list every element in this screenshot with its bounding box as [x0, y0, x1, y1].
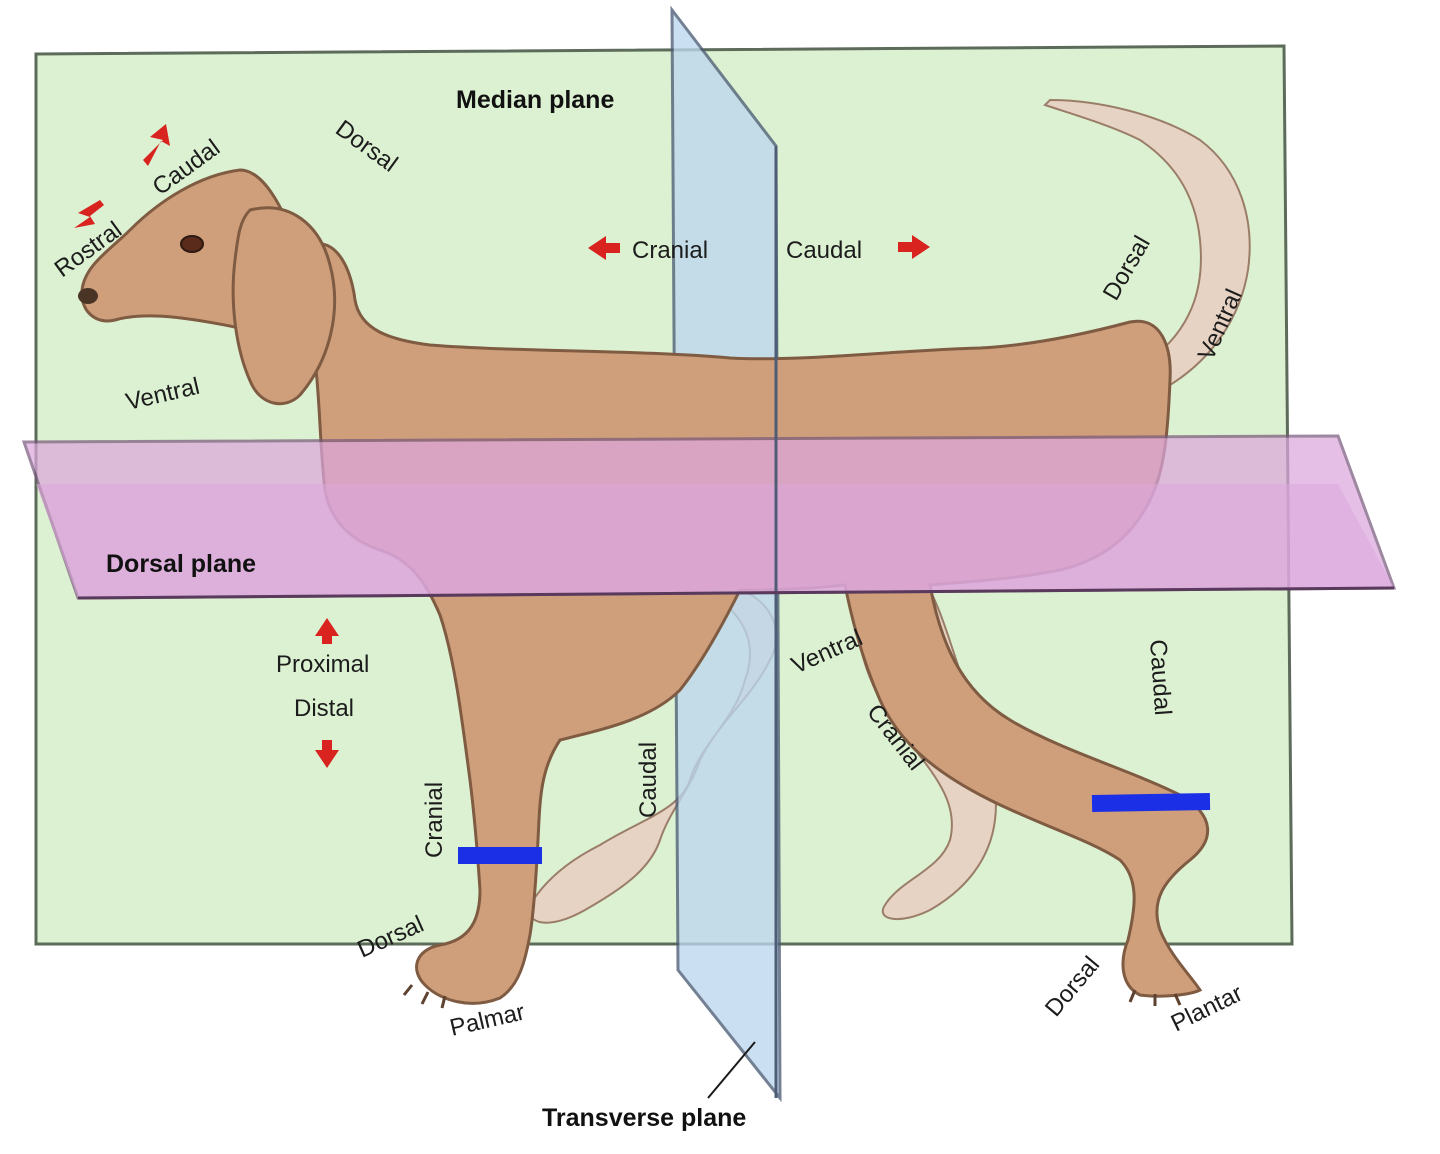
forepaw-toes [402, 984, 447, 1009]
hindpaw-toes [1128, 989, 1182, 1006]
dorsal-plane-front-band [36, 484, 1394, 598]
label-forelimb-caudal: Caudal [635, 742, 662, 818]
arrow-cranial [588, 236, 620, 260]
label-body-caudal: Caudal [786, 237, 862, 264]
dog-eye [180, 235, 204, 253]
arrow-caudal [898, 235, 930, 259]
label-transverse-plane: Transverse plane [542, 1104, 746, 1132]
dog-ear [231, 206, 337, 406]
label-limb-distal: Distal [294, 695, 354, 722]
label-median-plane: Median plane [456, 86, 614, 114]
label-hindlimb-caudal: Caudal [1144, 639, 1176, 717]
dorsal-plane-edge [77, 586, 1395, 600]
hindlimb-marker [1091, 792, 1211, 813]
transverse-leader-line [707, 1041, 756, 1099]
forelimb-marker [458, 847, 542, 864]
label-limb-proximal: Proximal [276, 651, 369, 678]
dog-nose [78, 288, 98, 304]
arrows [74, 124, 930, 768]
arrow-rostral-head [74, 200, 104, 228]
label-body-cranial: Cranial [632, 237, 708, 264]
arrow-proximal [315, 618, 339, 644]
arrow-caudal-head [143, 124, 170, 166]
label-forelimb-cranial: Cranial [421, 782, 448, 858]
label-dorsal-plane: Dorsal plane [106, 550, 256, 578]
arrow-distal [315, 740, 339, 768]
tail [1043, 98, 1251, 387]
